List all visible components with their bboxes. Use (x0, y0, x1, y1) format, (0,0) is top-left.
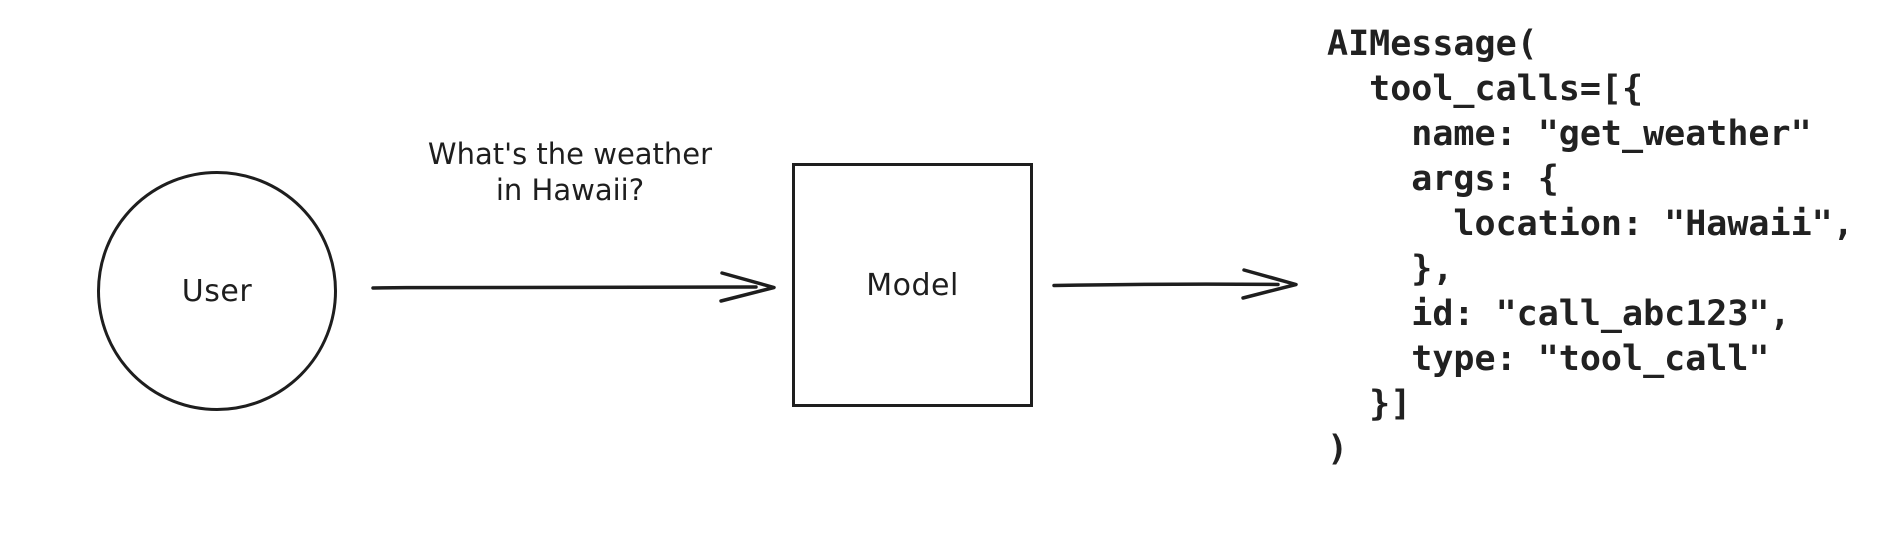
user-node-label: User (181, 273, 253, 309)
user-to-model-arrow-icon (371, 271, 776, 303)
model-to-output-arrow-icon (1052, 268, 1298, 300)
model-node-label: Model (866, 267, 959, 303)
ai-message-code: AIMessage( tool_calls=[{ name: "get_weat… (1327, 24, 1854, 469)
user-node: User (97, 171, 337, 411)
user-message-line2: in Hawaii? (495, 173, 645, 207)
user-message-label: What's the weather in Hawaii? (360, 136, 780, 208)
user-message-line1: What's the weather (427, 137, 713, 171)
model-node: Model (792, 163, 1033, 407)
